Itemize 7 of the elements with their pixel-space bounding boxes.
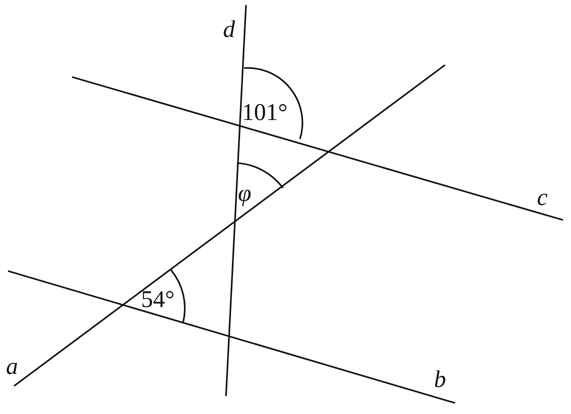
line-label: c [537, 186, 548, 210]
angle-label: φ [238, 182, 252, 206]
line-label: d [223, 18, 235, 42]
angle-label: 54° [141, 288, 175, 312]
angle-label: 101° [242, 101, 288, 125]
line-label: a [6, 355, 18, 379]
line-label: b [434, 368, 446, 392]
